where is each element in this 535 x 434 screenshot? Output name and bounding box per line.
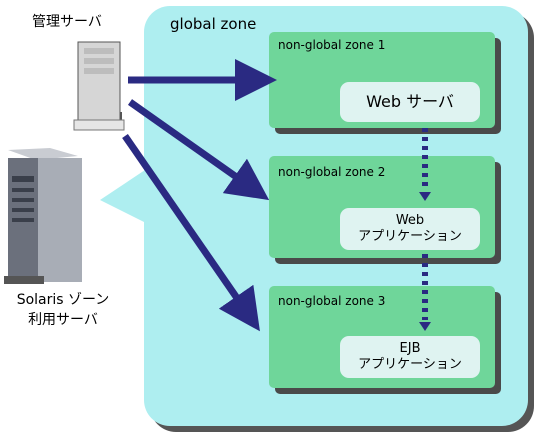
manager-server-icon: [73, 41, 125, 131]
app-box-web-server: Web サーバ: [340, 82, 480, 122]
app-box-2-line1: Web: [395, 213, 425, 228]
app-box-2-line2: アプリケーション: [358, 229, 462, 244]
solaris-server-label-line2: 利用サーバ: [28, 312, 98, 328]
connector-1-2-head: [419, 192, 431, 201]
app-box-3-line1: EJB: [399, 341, 421, 356]
zone-2-title: non-global zone 2: [278, 165, 386, 179]
zone-1-title: non-global zone 1: [278, 38, 386, 52]
solaris-server-label-line1: Solaris ゾーン: [16, 292, 110, 308]
solaris-server-label: Solaris ゾーン 利用サーバ: [4, 290, 122, 330]
solaris-server-icon: [4, 148, 82, 284]
global-zone-label: global zone: [170, 15, 257, 33]
zone-callout: [100, 160, 160, 230]
arrow-to-zone-3: [122, 134, 260, 332]
arrow-to-zone-2: [127, 99, 270, 201]
zone-3-title: non-global zone 3: [278, 294, 386, 308]
app-box-web-application: Web アプリケーション: [340, 208, 480, 250]
app-box-1-line1: Web サーバ: [366, 92, 454, 111]
connector-2-3-head: [419, 322, 431, 331]
manager-server-label: 管理サーバ: [32, 14, 102, 30]
app-box-ejb-application: EJB アプリケーション: [340, 336, 480, 378]
app-box-3-line2: アプリケーション: [358, 357, 462, 372]
